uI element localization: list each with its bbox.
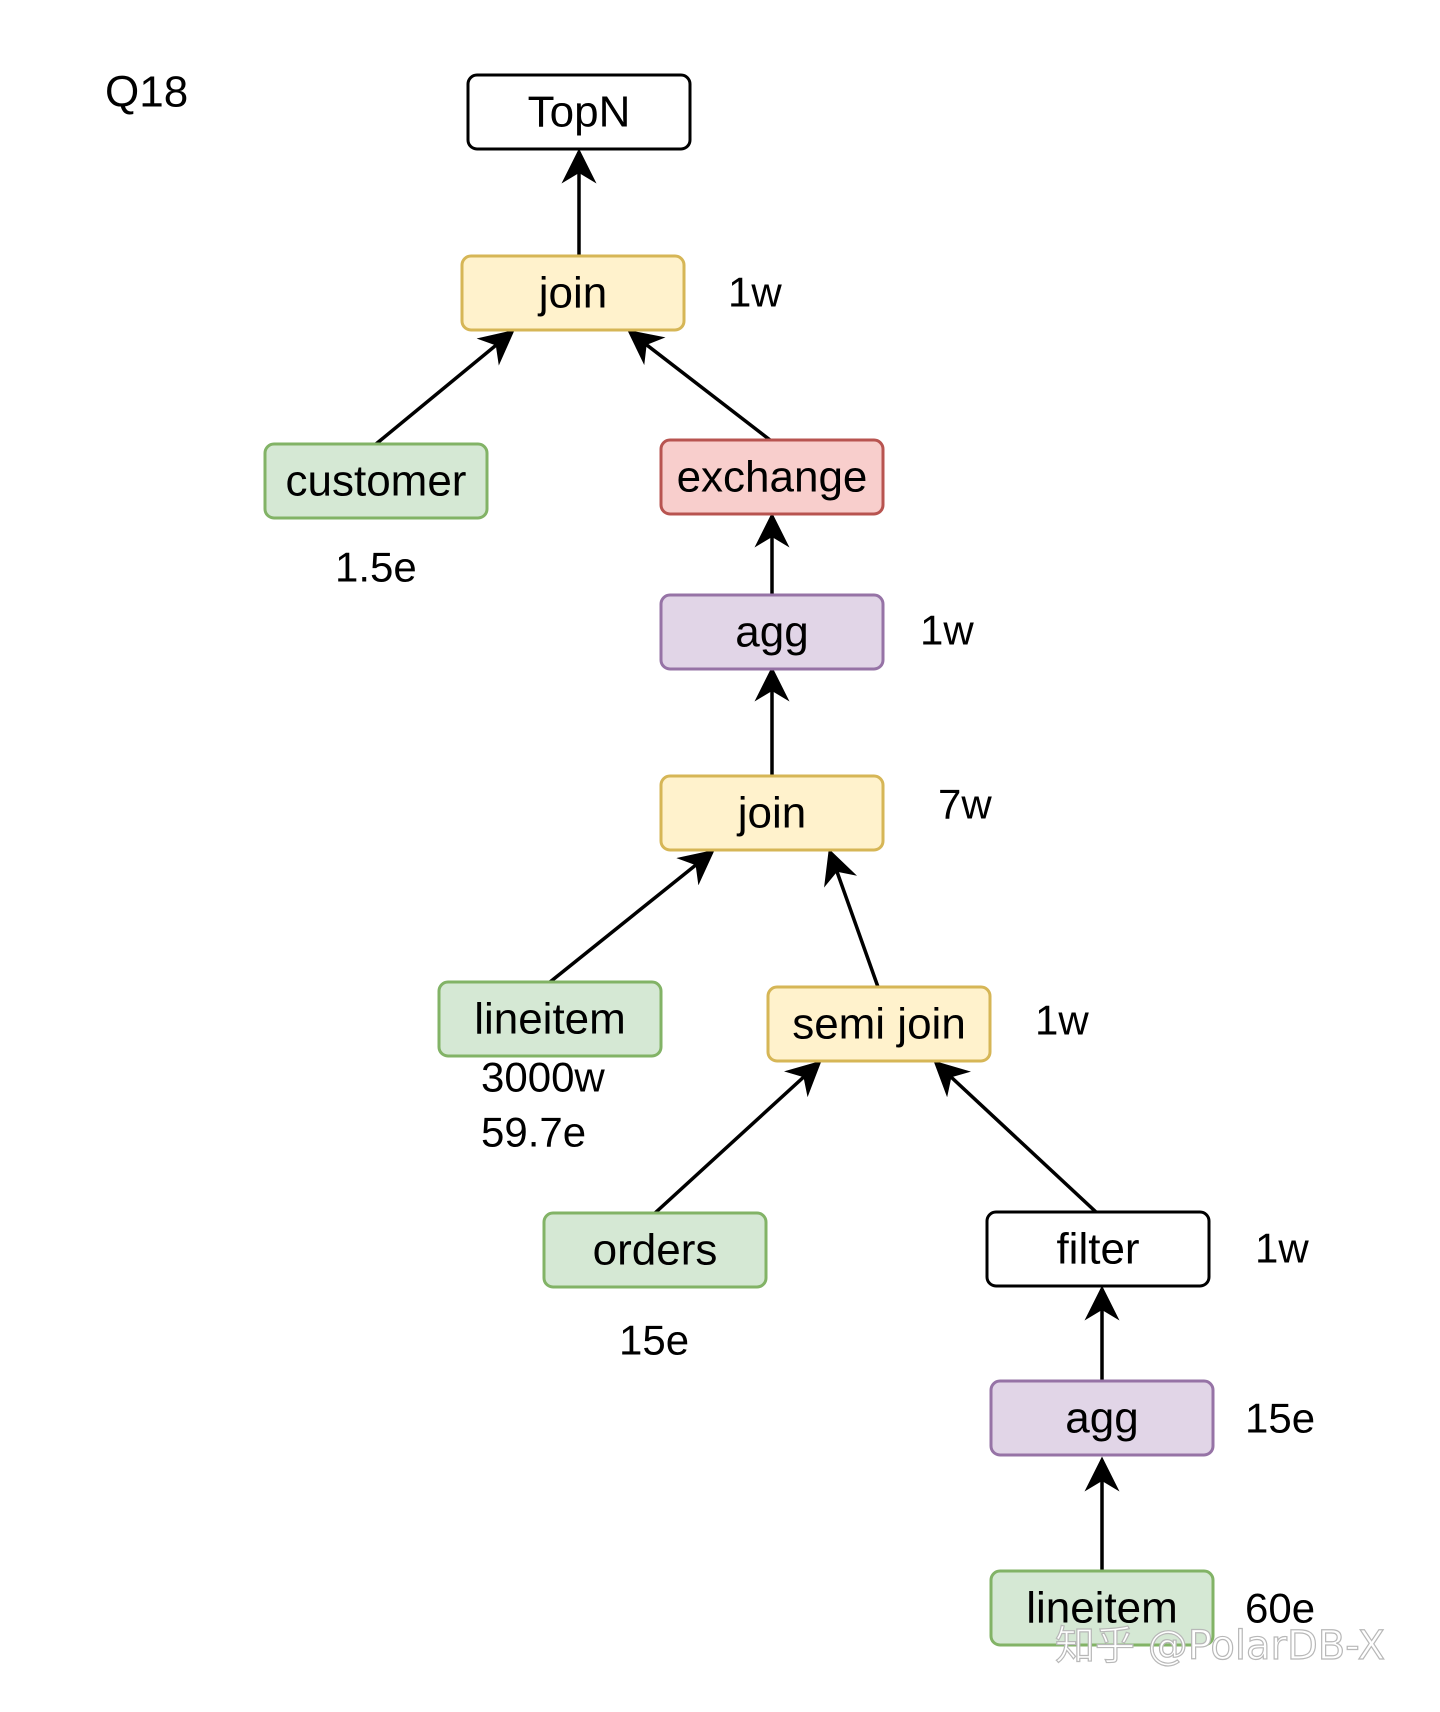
watermark: 知乎 @PolarDB-X [1055,1623,1385,1669]
node-lineitem2: lineitem [989,1569,1215,1647]
node-label-customer: customer [286,457,467,506]
node-box-agg2 [989,1379,1215,1457]
ann-agg1: 1w [920,607,974,654]
edge-orders-semijoin [653,1060,822,1215]
nodes: TopN join customer exchange agg join lineitem s… [263,73,1215,1647]
node-box-semijoin [766,985,992,1063]
node-label-join2: join [736,789,807,838]
node-label-agg1: agg [735,608,808,657]
edge-lineitem1-join2 [548,849,715,984]
node-label-exchange: exchange [677,453,868,502]
node-label-topn: TopN [528,88,631,137]
node-box-topn [466,73,692,151]
node-topn: TopN [466,73,692,151]
ann-lineitem2: 60e [1245,1585,1315,1632]
node-orders: orders [542,1211,768,1289]
node-label-semijoin: semi join [792,1000,966,1049]
node-customer: customer [263,442,489,520]
edge-semijoin-join2 [824,848,880,988]
edge-customer-join1 [374,329,515,446]
node-box-customer [263,442,489,520]
ann-agg2: 15e [1245,1395,1315,1442]
node-label-lineitem2: lineitem [1026,1584,1178,1633]
edges [374,148,1120,1571]
edge-filter-semijoin [933,1060,1098,1214]
node-label-join1: join [537,269,608,318]
node-join1: join [460,254,686,332]
node-label-lineitem1: lineitem [474,995,626,1044]
node-box-agg1 [659,593,885,671]
edge-exchange-join1 [627,329,772,442]
node-box-lineitem2 [989,1569,1215,1647]
node-box-filter [985,1210,1211,1288]
node-box-join1 [460,254,686,332]
ann-customer: 1.5e [335,544,417,591]
node-label-orders: orders [593,1226,718,1275]
node-exchange: exchange [659,438,885,516]
node-agg1: agg [659,593,885,671]
node-box-lineitem1 [437,980,663,1058]
ann-semijoin: 1w [1035,997,1089,1044]
ann-filter: 1w [1255,1225,1309,1272]
ann-join2: 7w [938,781,992,828]
node-filter: filter [985,1210,1211,1288]
annotations: 1w 1.5e 1w 7w 3000w 59.7e 1w 15e 1w 15e 60e [335,269,1315,1632]
diagram-title: Q18 [105,68,188,117]
node-semijoin: semi join [766,985,992,1063]
ann-join1: 1w [728,269,782,316]
ann-lineitem1-size: 59.7e [481,1109,586,1156]
node-label-agg2: agg [1065,1394,1138,1443]
node-box-orders [542,1211,768,1289]
node-box-exchange [659,438,885,516]
node-box-join2 [659,774,885,852]
ann-lineitem1-rows: 3000w [481,1054,605,1101]
node-label-filter: filter [1056,1225,1139,1274]
node-agg2: agg [989,1379,1215,1457]
ann-orders: 15e [619,1317,689,1364]
node-join2: join [659,774,885,852]
node-lineitem1: lineitem [437,980,663,1058]
